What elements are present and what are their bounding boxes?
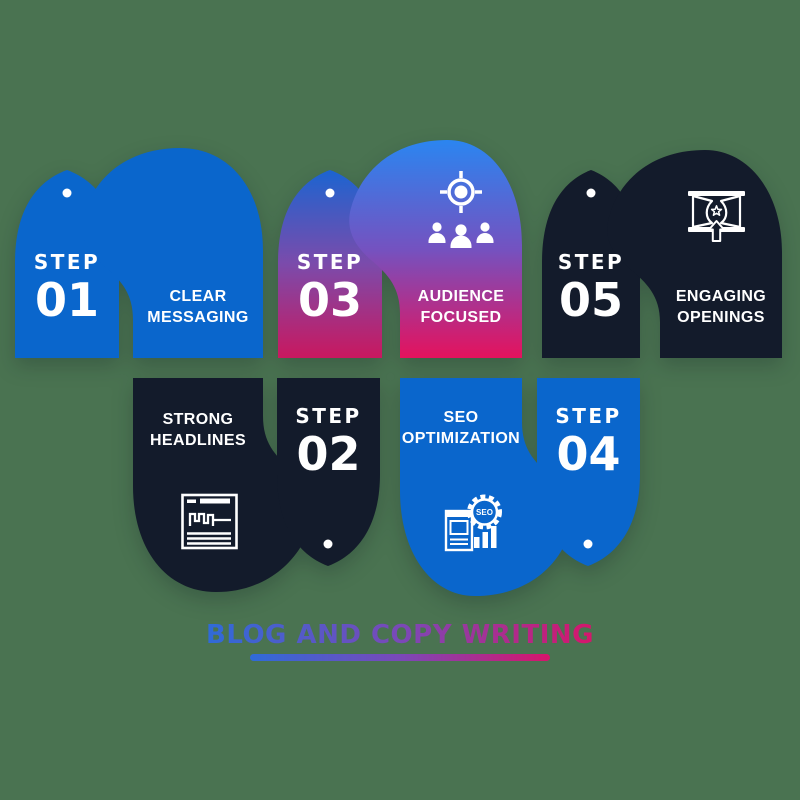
connector-dot — [586, 188, 596, 198]
star-icon — [710, 205, 723, 216]
title-underline — [250, 654, 550, 661]
arrow-up-icon — [708, 220, 725, 242]
headlines-browser-icon — [181, 493, 238, 550]
strong-headlines-arch-shape — [133, 378, 314, 592]
page-title: BLOG AND COPY WRITING — [206, 620, 594, 650]
connector-dot — [325, 188, 335, 198]
engaging-openings-arch-shape — [607, 150, 782, 358]
seo-optimization-arch-shape — [400, 378, 573, 596]
title-block: BLOG AND COPY WRITING — [0, 620, 800, 661]
presentation-icon — [688, 191, 745, 242]
step-04-pill-shape — [537, 378, 640, 566]
connector-dot — [323, 539, 333, 549]
step-02-pill-shape — [277, 378, 380, 566]
audience-target-icon — [428, 171, 494, 248]
clear-messaging-arch-shape — [82, 148, 264, 358]
audience-focused-arch-shape — [349, 140, 522, 358]
seo-badge-icon: SEO — [444, 494, 502, 552]
seo-badge-text: SEO — [476, 508, 493, 517]
connector-dot — [583, 539, 593, 549]
connector-dot — [62, 188, 72, 198]
